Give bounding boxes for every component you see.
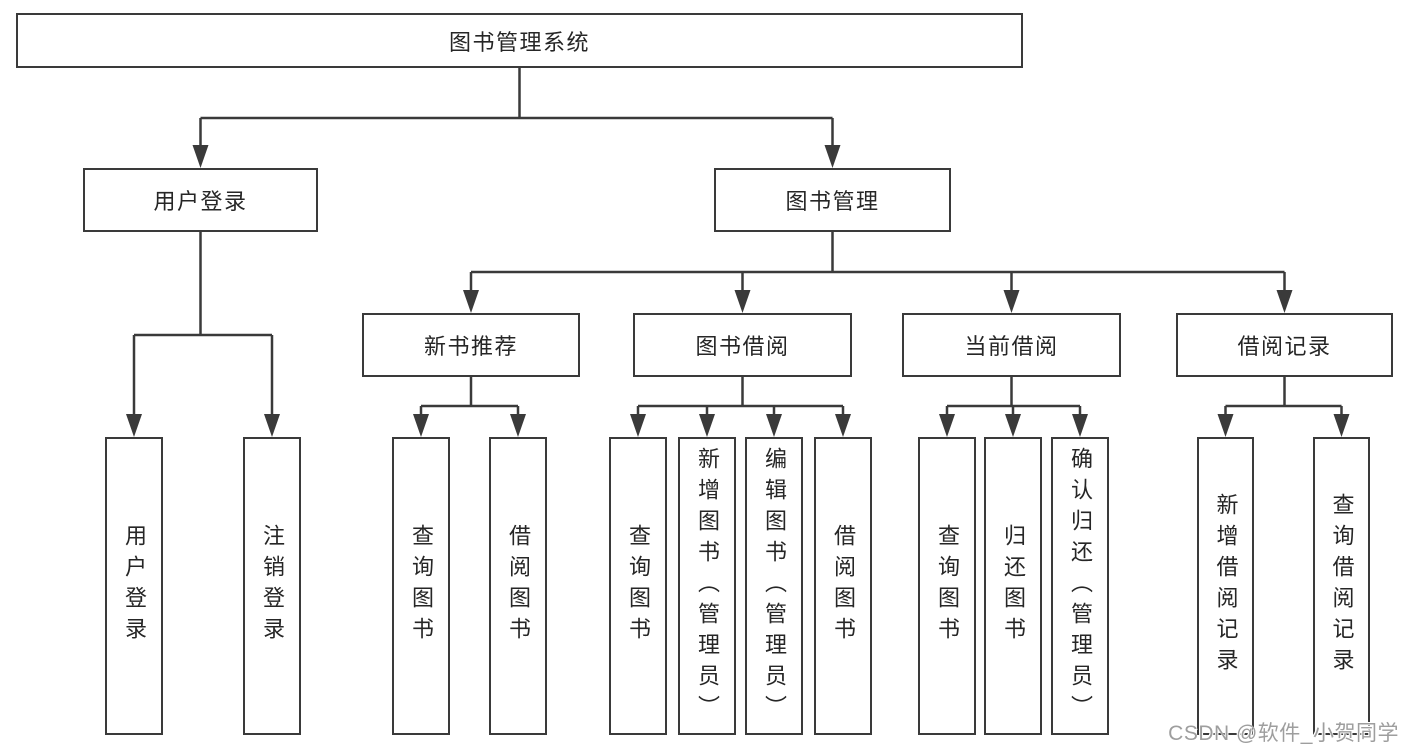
arrowhead-icon (699, 414, 715, 437)
node-label: 图书借阅 (695, 334, 790, 359)
node-book-management: 图书管理 (714, 168, 951, 232)
connector-root-to-level2 (199, 68, 834, 147)
arrowhead-icon (192, 145, 209, 168)
leaf-label: 新增图书（管理员） (695, 446, 720, 726)
arrowhead-icon (630, 414, 646, 437)
arrowhead-icon (413, 414, 429, 437)
leaf-user-login: 用户登录 (105, 437, 163, 735)
arrowhead-icon (1217, 414, 1234, 437)
connector-borrow-record-children (1224, 377, 1343, 416)
connector-current-borrow-children (945, 377, 1082, 416)
node-book-borrow: 图书借阅 (633, 313, 852, 377)
connector-new-book-children (419, 377, 520, 416)
node-label: 用户登录 (153, 189, 248, 214)
leaf-label: 查询借阅记录 (1329, 493, 1355, 679)
node-user-login: 用户登录 (83, 168, 318, 232)
leaf-label: 编辑图书（管理员） (762, 446, 787, 726)
node-label: 当前借阅 (964, 334, 1059, 359)
node-borrow-records: 借阅记录 (1176, 313, 1393, 377)
node-root-system: 图书管理系统 (16, 13, 1023, 68)
leaf-label: 用户登录 (122, 524, 147, 648)
leaf-label: 借阅图书 (506, 524, 531, 648)
arrowhead-icon (1003, 290, 1020, 313)
node-label: 新书推荐 (423, 334, 518, 359)
leaf-confirm-return-admin: 确认归还（管理员） (1051, 437, 1109, 735)
leaf-logout: 注销登录 (243, 437, 301, 735)
node-label: 图书管理 (785, 189, 880, 214)
leaf-label: 注销登录 (260, 524, 285, 648)
node-current-borrow: 当前借阅 (902, 313, 1121, 377)
leaf-label: 查询图书 (409, 524, 434, 648)
leaf-add-books-admin: 新增图书（管理员） (678, 437, 736, 735)
leaf-label: 确认归还（管理员） (1068, 446, 1093, 726)
arrowhead-icon (1072, 414, 1088, 437)
node-new-book-recommend: 新书推荐 (362, 313, 580, 377)
node-label: 借阅记录 (1237, 334, 1332, 359)
leaf-label: 查询图书 (935, 524, 960, 648)
node-label: 图书管理系统 (448, 29, 590, 55)
leaf-label: 借阅图书 (831, 524, 856, 648)
arrowhead-icon (463, 290, 479, 313)
leaf-label: 归还图书 (1001, 524, 1026, 648)
arrowhead-icon (126, 414, 142, 437)
leaf-query-books: 查询图书 (918, 437, 976, 735)
connector-book-management-children (469, 232, 1286, 292)
arrowhead-icon (835, 414, 851, 437)
leaf-return-books: 归还图书 (984, 437, 1042, 735)
leaf-query-borrow-record: 查询借阅记录 (1313, 437, 1370, 735)
arrowhead-icon (264, 414, 280, 437)
connector-user-login-children (132, 232, 274, 416)
leaf-label: 查询图书 (626, 524, 651, 648)
arrowhead-icon (734, 290, 751, 313)
leaf-add-borrow-record: 新增借阅记录 (1197, 437, 1254, 735)
arrowhead-icon (1005, 414, 1021, 437)
leaf-label: 新增借阅记录 (1213, 493, 1239, 679)
arrowhead-icon (766, 414, 782, 437)
leaf-borrow-books: 借阅图书 (814, 437, 872, 735)
arrowhead-icon (1276, 290, 1293, 313)
arrowhead-icon (939, 414, 955, 437)
connector-book-borrow-children (636, 377, 845, 416)
csdn-watermark: CSDN @软件_小贺同学 (1168, 722, 1399, 745)
leaf-query-books: 查询图书 (392, 437, 450, 735)
leaf-borrow-books: 借阅图书 (489, 437, 547, 735)
arrowhead-icon (1333, 414, 1350, 437)
arrowhead-icon (510, 414, 526, 437)
arrowhead-icon (824, 145, 841, 168)
leaf-query-books: 查询图书 (609, 437, 667, 735)
leaf-edit-books-admin: 编辑图书（管理员） (745, 437, 803, 735)
